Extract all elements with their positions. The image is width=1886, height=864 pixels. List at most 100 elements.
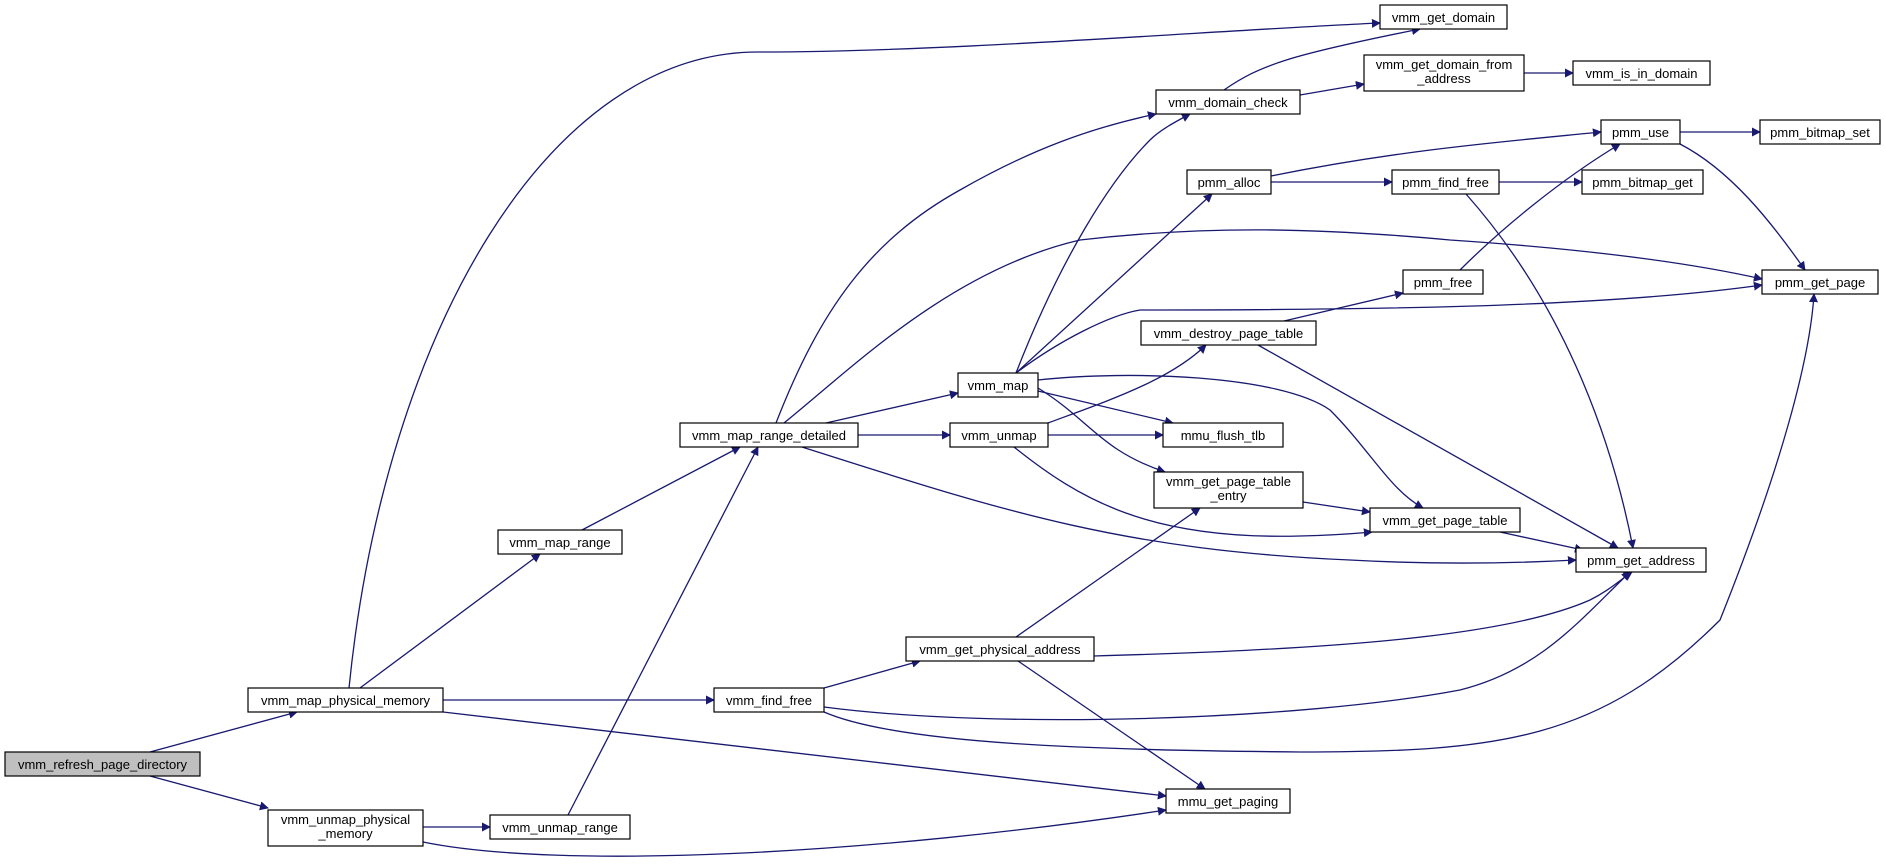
node-label: vmm_map_range_detailed [692, 428, 846, 443]
edge-vmm_refresh_page_directory-to-vmm_unmap_physical_memory [149, 775, 269, 811]
node-label: mmu_flush_tlb [1181, 428, 1266, 443]
edge-pmm_find_free-to-pmm_get_address [1465, 193, 1636, 549]
edge-vmm_unmap-to-vmm_destroy_page_table [1047, 344, 1207, 424]
edge-vmm_get_page_table_entry-to-vmm_get_page_table [1302, 501, 1371, 516]
node-label: vmm_get_page_table [1382, 513, 1507, 528]
node-box [1575, 547, 1707, 573]
node-label: pmm_bitmap_get [1592, 175, 1693, 190]
node-vmm_destroy_page_table[interactable]: vmm_destroy_page_table [1140, 320, 1317, 346]
node-label: pmm_alloc [1198, 175, 1261, 190]
edge-vmm_map_range_detailed-to-pmm_get_address [801, 446, 1577, 565]
node-vmm_get_physical_address[interactable]: vmm_get_physical_address [905, 636, 1095, 662]
node-label: _memory [317, 826, 373, 841]
node-vmm_map[interactable]: vmm_map [957, 372, 1039, 398]
node-vmm_is_in_domain[interactable]: vmm_is_in_domain [1572, 60, 1711, 86]
edge-vmm_destroy_page_table-to-pmm_free [1283, 290, 1404, 322]
node-pmm_find_free[interactable]: pmm_find_free [1391, 169, 1500, 195]
node-label: pmm_get_address [1587, 553, 1695, 568]
edge-vmm_unmap-to-vmm_get_page_table [1013, 446, 1373, 538]
node-label: vmm_unmap_physical [281, 812, 410, 827]
node-pmm_bitmap_set[interactable]: pmm_bitmap_set [1759, 119, 1881, 145]
node-vmm_unmap_physical_memory[interactable]: vmm_unmap_physical_memory [267, 809, 424, 847]
node-box [679, 422, 859, 448]
node-box [1761, 269, 1879, 295]
edge-vmm_get_physical_address-to-mmu_get_paging [1017, 660, 1206, 790]
node-box [1379, 4, 1508, 30]
node-box [1369, 507, 1521, 533]
node-label: pmm_find_free [1402, 175, 1489, 190]
edge-vmm_find_free-to-pmm_get_page [823, 293, 1818, 753]
node-label: vmm_get_domain_from [1376, 57, 1513, 72]
edge-vmm_map_physical_memory-to-vmm_get_domain [348, 18, 1381, 689]
edge-pmm_use-to-pmm_get_page [1679, 143, 1806, 271]
node-box [4, 751, 201, 777]
node-vmm_get_page_table_entry[interactable]: vmm_get_page_table_entry [1153, 471, 1304, 509]
node-box [1572, 60, 1711, 86]
node-label: vmm_is_in_domain [1586, 66, 1698, 81]
node-box [957, 372, 1039, 398]
node-vmm_unmap_range[interactable]: vmm_unmap_range [489, 814, 631, 840]
node-box [497, 529, 623, 555]
node-pmm_bitmap_get[interactable]: pmm_bitmap_get [1581, 169, 1704, 195]
node-label: vmm_map_range [509, 535, 610, 550]
edge-vmm_map_range-to-vmm_map_range_detailed [581, 446, 741, 531]
node-pmm_get_address[interactable]: pmm_get_address [1575, 547, 1707, 573]
node-box [949, 422, 1049, 448]
node-label: _address [1416, 71, 1471, 86]
node-box [1391, 169, 1500, 195]
node-label: vmm_domain_check [1168, 95, 1288, 110]
node-label: pmm_use [1612, 125, 1669, 140]
node-box [905, 636, 1095, 662]
node-vmm_domain_check[interactable]: vmm_domain_check [1155, 89, 1301, 115]
node-pmm_get_page[interactable]: pmm_get_page [1761, 269, 1879, 295]
node-pmm_use[interactable]: pmm_use [1600, 119, 1681, 145]
node-vmm_find_free[interactable]: vmm_find_free [713, 687, 825, 713]
node-label: vmm_get_page_table [1166, 474, 1291, 489]
node-mmu_flush_tlb[interactable]: mmu_flush_tlb [1162, 422, 1284, 448]
node-pmm_free[interactable]: pmm_free [1402, 269, 1484, 295]
node-vmm_map_range[interactable]: vmm_map_range [497, 529, 623, 555]
edge-vmm_map-to-vmm_get_page_table_entry [1037, 387, 1166, 474]
edge-vmm_map_range_detailed-to-vmm_domain_check [775, 111, 1157, 424]
node-vmm_unmap[interactable]: vmm_unmap [949, 422, 1049, 448]
node-box [1402, 269, 1484, 295]
edge-vmm_get_physical_address-to-pmm_get_address [1093, 571, 1633, 657]
edge-vmm_map-to-vmm_domain_check [1015, 113, 1191, 374]
node-pmm_alloc[interactable]: pmm_alloc [1186, 169, 1272, 195]
node-label: vmm_get_physical_address [919, 642, 1081, 657]
node-vmm_get_page_table[interactable]: vmm_get_page_table [1369, 507, 1521, 533]
edges [149, 18, 1818, 857]
node-label: pmm_get_page [1775, 275, 1865, 290]
node-vmm_get_domain_from_address[interactable]: vmm_get_domain_from_address [1363, 54, 1525, 92]
node-box [267, 809, 424, 847]
node-label: vmm_map [968, 378, 1029, 393]
node-label: _entry [1209, 488, 1247, 503]
edge-vmm_map_physical_memory-to-mmu_get_paging [442, 711, 1167, 800]
edge-pmm_alloc-to-pmm_use [1270, 128, 1602, 177]
node-vmm_refresh_page_directory[interactable]: vmm_refresh_page_directory [4, 751, 201, 777]
edge-vmm_find_free-to-vmm_get_physical_address [823, 658, 921, 689]
node-box [713, 687, 825, 713]
node-box [1186, 169, 1272, 195]
edge-vmm_map-to-vmm_get_page_table [1037, 374, 1424, 509]
node-label: vmm_get_domain [1392, 10, 1495, 25]
node-label: pmm_free [1414, 275, 1473, 290]
edge-vmm_unmap_range-to-vmm_map_range_detailed [567, 446, 759, 816]
node-box [1153, 471, 1304, 509]
edge-vmm_map-to-pmm_alloc [1015, 193, 1213, 374]
node-vmm_map_physical_memory[interactable]: vmm_map_physical_memory [247, 687, 444, 713]
node-mmu_get_paging[interactable]: mmu_get_paging [1165, 788, 1291, 814]
node-label: vmm_refresh_page_directory [18, 757, 188, 772]
node-vmm_map_range_detailed[interactable]: vmm_map_range_detailed [679, 422, 859, 448]
edge-vmm_map_range_detailed-to-pmm_get_page [783, 229, 1763, 424]
edge-vmm_map_range_detailed-to-vmm_map [825, 390, 959, 424]
node-vmm_get_domain[interactable]: vmm_get_domain [1379, 4, 1508, 30]
node-label: pmm_bitmap_set [1770, 125, 1870, 140]
edge-pmm_free-to-pmm_use [1459, 143, 1621, 271]
edge-vmm_refresh_page_directory-to-vmm_map_physical_memory [149, 709, 298, 753]
node-box [489, 814, 631, 840]
node-label: vmm_find_free [726, 693, 812, 708]
edge-vmm_get_physical_address-to-vmm_get_page_table_entry [1015, 507, 1201, 638]
node-box [1155, 89, 1301, 115]
